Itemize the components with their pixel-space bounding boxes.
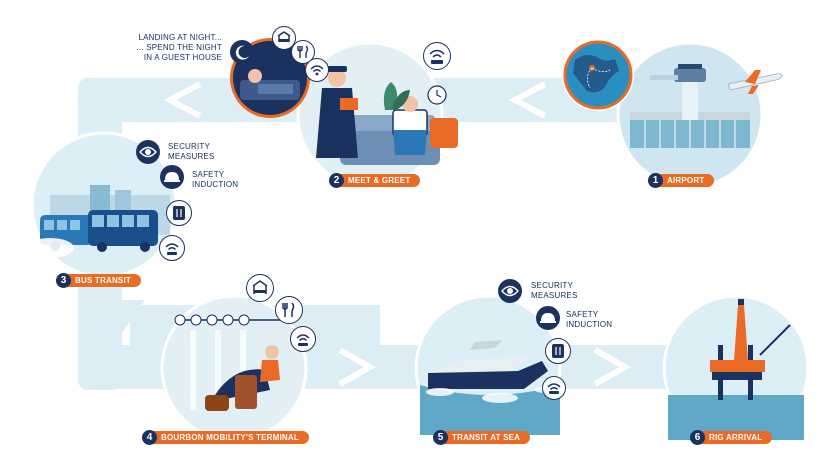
bus-safety-line2: INDUCTION — [192, 180, 239, 189]
step-2-title: MEET & GREET — [339, 174, 421, 187]
step-1-airport-label: 1 AIRPORT — [648, 173, 715, 188]
helmet-icon — [160, 165, 184, 189]
meet-greet-scene — [296, 41, 458, 189]
clock-icon — [427, 85, 447, 105]
eye-icon — [136, 140, 160, 164]
night-note-line1: LANDING AT NIGHT... — [138, 33, 222, 42]
sea-safety-note: SAFETY INDUCTION — [566, 310, 612, 330]
step-1-title: AIRPORT — [658, 174, 715, 187]
step-4-number: 4 — [142, 430, 157, 445]
step-3-number: 3 — [56, 273, 71, 288]
bus-safety-note: SAFETY INDUCTION — [192, 170, 238, 190]
step-1-number: 1 — [648, 173, 663, 188]
bed-icon — [246, 274, 274, 302]
bus-security-note: SECURITY MEASURES — [168, 142, 215, 162]
night-note: LANDING AT NIGHT... ... SPEND THE NIGHT … — [110, 33, 222, 63]
step-3-title: BUS TRANSIT — [66, 274, 141, 287]
wifi-icon — [542, 376, 566, 400]
wifi-icon — [290, 326, 316, 352]
step-6-title: RIG ARRIVAL — [700, 431, 773, 444]
step-3-bus-transit-label: 3 BUS TRANSIT — [56, 273, 141, 288]
bus-security-line2: MEASURES — [168, 152, 215, 161]
step-2-meet-greet-label: 2 MEET & GREET — [329, 173, 421, 188]
path-arrows — [163, 81, 632, 387]
step-6-rig-arrival-label: 6 RIG ARRIVAL — [690, 430, 773, 445]
helmet-icon — [536, 306, 560, 330]
sea-security-line2: MEASURES — [531, 291, 578, 300]
sea-safety-line2: INDUCTION — [566, 320, 613, 329]
sea-transit-scene — [414, 294, 562, 442]
step-5-number: 5 — [433, 430, 448, 445]
step-2-number: 2 — [329, 173, 344, 188]
sea-security-note: SECURITY MEASURES — [531, 281, 578, 301]
food-icon — [166, 200, 192, 226]
wifi-icon — [423, 42, 451, 70]
bus-safety-line1: SAFETY — [192, 170, 225, 179]
rig-arrival-scene — [662, 294, 810, 442]
sea-security-line1: SECURITY — [531, 281, 574, 290]
step-5-title: TRANSIT AT SEA — [443, 431, 531, 444]
airport-scene — [616, 41, 764, 189]
food-icon — [275, 296, 303, 324]
step-4-terminal-label: 4 BOURBON MOBILITY'S TERMINAL — [142, 430, 309, 445]
step-4-title: BOURBON MOBILITY'S TERMINAL — [152, 431, 309, 444]
night-note-line2: ... SPEND THE NIGHT — [136, 43, 222, 52]
step-5-transit-sea-label: 5 TRANSIT AT SEA — [433, 430, 531, 445]
moon-icon — [230, 40, 254, 64]
night-note-line3: IN A GUEST HOUSE — [143, 53, 222, 62]
bus-transit-scene — [26, 131, 178, 279]
wifi-icon — [159, 235, 185, 261]
food-icon — [545, 338, 571, 364]
sea-safety-line1: SAFETY — [566, 310, 599, 319]
airplane-icon — [727, 70, 783, 94]
eye-icon — [498, 279, 522, 303]
globe-icon — [562, 39, 634, 111]
bus-security-line1: SECURITY — [168, 142, 211, 151]
wifi-icon — [305, 58, 329, 82]
step-6-number: 6 — [690, 430, 705, 445]
